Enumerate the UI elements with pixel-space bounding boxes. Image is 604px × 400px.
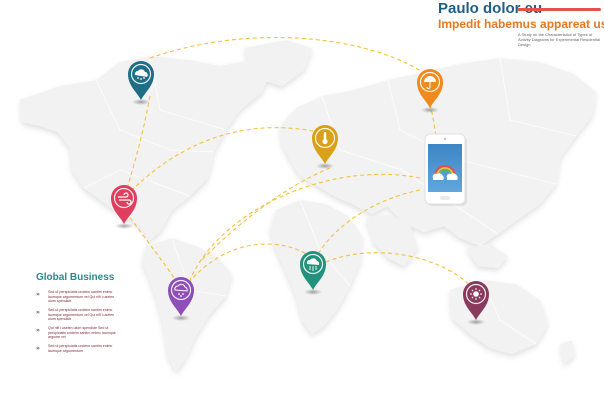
route-line (315, 189, 421, 259)
map-pins (111, 61, 489, 325)
map-pin-sun[interactable] (463, 281, 489, 325)
list-item-text: Sed ut perspiciatis undeim santim enimc … (48, 290, 115, 303)
smartphone (424, 133, 467, 206)
route-lines (125, 36, 475, 291)
list-item: » Sed ut perspiciatis undeim santim enim… (36, 344, 126, 362)
route-line (125, 127, 319, 197)
umbrella-icon (424, 76, 436, 89)
page-title: Paulo dolor eu (438, 0, 543, 17)
list-item-text: Sed ut perspiciatis undeim santim enimc … (48, 308, 115, 321)
rain-cloud-icon (306, 258, 320, 271)
thermometer-icon (322, 132, 328, 145)
sun-icon (470, 288, 482, 300)
business-heading: Global Business (36, 272, 115, 283)
continent-south-asia (366, 214, 418, 266)
wind-icon (118, 192, 132, 205)
map-pin-hail-cloud[interactable] (168, 277, 194, 321)
route-line (199, 167, 331, 263)
map-pin-rain-cloud[interactable] (300, 251, 326, 295)
map-pin-thermometer[interactable] (312, 125, 338, 169)
route-line (189, 173, 421, 281)
double-chevron-icon: » (36, 345, 40, 352)
route-line (325, 252, 475, 291)
route-line (149, 36, 429, 77)
route-line (125, 211, 179, 285)
continent-greenland (244, 40, 312, 86)
hail-cloud-icon (174, 283, 188, 297)
map-pin-umbrella[interactable] (417, 69, 443, 113)
list-item-text: Sed ut perspiciatis undeim santim enimc … (48, 344, 113, 353)
continent-southeast-asia (466, 244, 508, 268)
double-chevron-icon: » (36, 291, 40, 298)
double-chevron-icon: » (36, 327, 40, 334)
route-line (183, 243, 313, 289)
list-item: » Sed ut perspiciatis undeim santim enim… (36, 308, 126, 326)
list-item-text: Qui nifl i uselen ulum spendide Sed ut p… (48, 326, 116, 339)
double-chevron-icon: » (36, 309, 40, 316)
page-description: A Study on the Characteristics of Types … (518, 32, 601, 47)
map-pin-snow-cloud[interactable] (128, 61, 154, 105)
business-list: » Sed ut perspiciatis undeim santim enim… (36, 290, 126, 362)
continent-north-america (20, 56, 270, 240)
page-subtitle: Impedit habemus appareat usu eu (438, 17, 604, 31)
snow-cloud-icon (134, 69, 148, 80)
list-item: » Sed ut perspiciatis undeim santim enim… (36, 290, 126, 308)
continent-new-zealand (560, 340, 574, 364)
map-pin-wind[interactable] (111, 185, 137, 229)
rainbow-icon (432, 165, 458, 180)
list-item: » Qui nifl i uselen ulum spendide Sed ut… (36, 326, 126, 344)
title-rule (517, 8, 601, 11)
